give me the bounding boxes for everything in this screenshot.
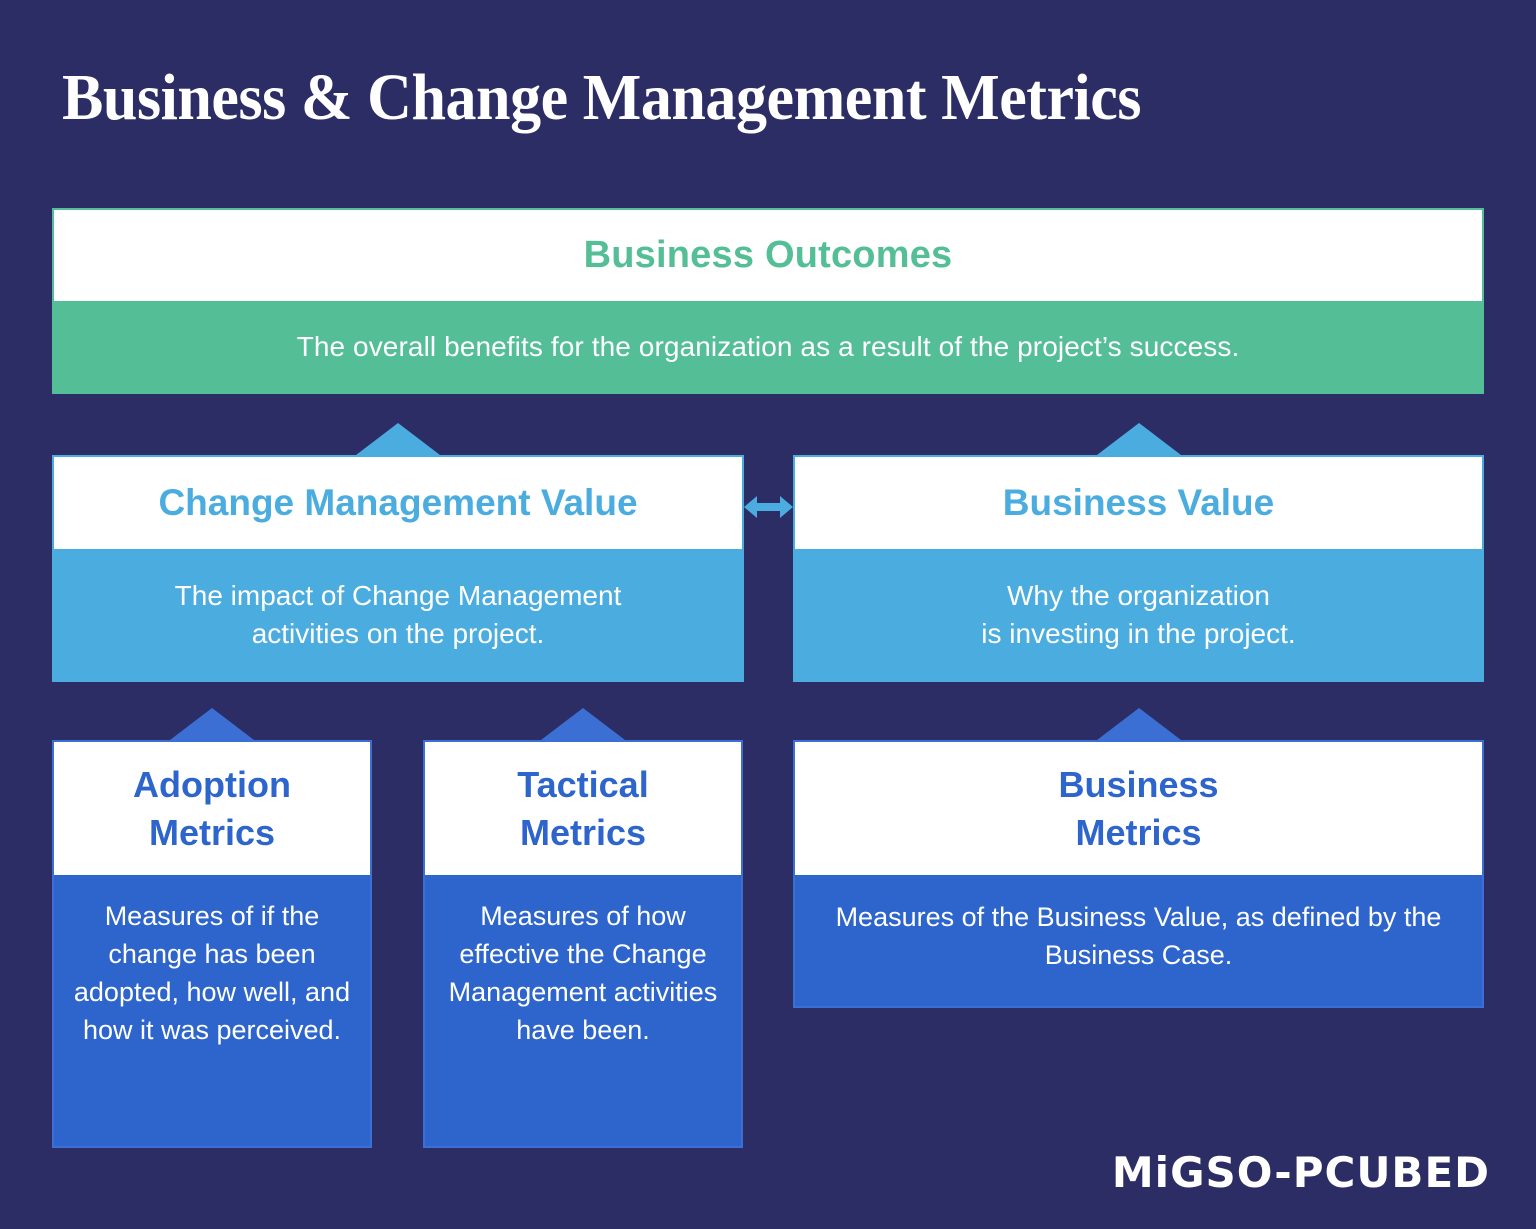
card-business-metrics: Business Metrics Measures of the Busines… (793, 740, 1484, 1008)
double-arrow-link-icon (744, 487, 793, 527)
arrow-up-tactical-metrics-icon (541, 708, 625, 740)
card-business-value: Business Value Why the organization is i… (793, 455, 1484, 682)
card-change-management-value: Change Management Value The impact of Ch… (52, 455, 744, 682)
card-business-value-title: Business Value (1002, 482, 1275, 523)
card-tactical-metrics: Tactical Metrics Measures of how effecti… (423, 740, 743, 1148)
card-tactical-metrics-header: Tactical Metrics (425, 742, 741, 875)
card-change-management-value-header: Change Management Value (54, 457, 742, 549)
card-adoption-metrics-description: Measures of if the change has been adopt… (54, 875, 370, 1146)
page-title: Business & Change Management Metrics (62, 61, 1142, 134)
card-adoption-metrics-header: Adoption Metrics (54, 742, 370, 875)
card-business-metrics-description: Measures of the Business Value, as defin… (795, 875, 1482, 1006)
card-business-value-description: Why the organization is investing in the… (795, 549, 1482, 680)
card-change-management-value-description: The impact of Change Management activiti… (54, 549, 742, 680)
card-business-value-header: Business Value (795, 457, 1482, 549)
arrow-up-adoption-metrics-icon (170, 708, 254, 740)
card-business-outcomes-title: Business Outcomes (583, 234, 953, 276)
card-business-metrics-header: Business Metrics (795, 742, 1482, 875)
card-change-management-value-title: Change Management Value (158, 482, 638, 523)
card-tactical-metrics-description: Measures of how effective the Change Man… (425, 875, 741, 1146)
card-business-outcomes: Business Outcomes The overall benefits f… (52, 208, 1484, 394)
arrow-up-change-management-value-icon (356, 423, 440, 455)
arrow-up-business-value-icon (1097, 423, 1181, 455)
card-business-outcomes-header: Business Outcomes (54, 210, 1482, 301)
brand-logo: MiGSO-PCUBED (1111, 1148, 1490, 1197)
card-adoption-metrics-title: Adoption Metrics (133, 763, 291, 853)
card-adoption-metrics: Adoption Metrics Measures of if the chan… (52, 740, 372, 1148)
arrow-up-business-metrics-icon (1097, 708, 1181, 740)
card-tactical-metrics-title: Tactical Metrics (517, 763, 649, 853)
card-business-metrics-title: Business Metrics (1058, 763, 1219, 853)
card-business-outcomes-description: The overall benefits for the organizatio… (54, 301, 1482, 392)
